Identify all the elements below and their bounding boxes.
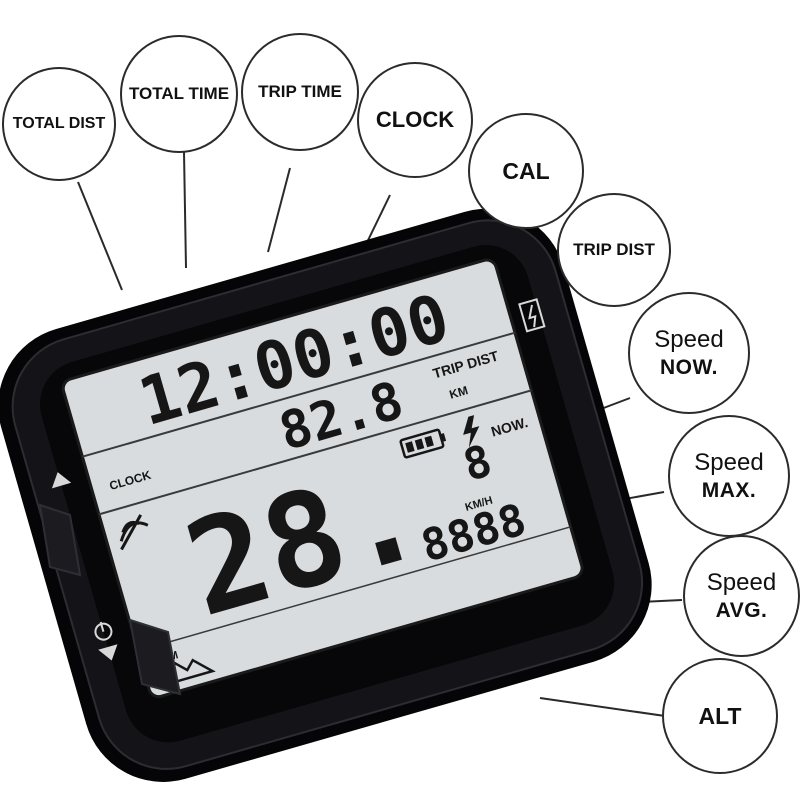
callout-total-dist: TOTAL DIST	[2, 67, 116, 181]
up-arrow-icon	[51, 472, 72, 489]
down-arrow-icon	[98, 644, 118, 661]
lcd-screen	[61, 258, 584, 699]
callout-speed-avg-line1: Speed	[706, 568, 777, 596]
leader-line-alt	[539, 697, 666, 717]
callout-speed-avg: Speed AVG.	[683, 535, 800, 657]
leader-line-total-time	[183, 151, 187, 269]
callout-speed-now-line2: NOW.	[660, 355, 718, 379]
callout-speed-max: Speed MAX.	[668, 415, 790, 537]
lcd-divider-3	[137, 526, 571, 652]
callout-clock: CLOCK	[357, 62, 473, 178]
lcd-divider-1	[82, 331, 516, 458]
leader-line-trip-time	[267, 167, 291, 253]
callout-cal-label: CAL	[502, 157, 550, 184]
lcd-divider-2	[98, 389, 532, 516]
gps-signal-icon	[119, 514, 149, 551]
callout-total-time: TOTAL TIME	[120, 35, 238, 153]
callout-speed-max-line1: Speed	[694, 448, 764, 476]
charging-indicator-icon	[518, 298, 546, 333]
side-button-top[interactable]	[38, 503, 82, 577]
leader-line-total-dist	[77, 181, 123, 291]
callout-alt: ALT	[662, 658, 778, 774]
callout-cal: CAL	[468, 113, 584, 229]
callout-clock-label: CLOCK	[375, 107, 455, 133]
callout-total-time-label: TOTAL TIME	[128, 84, 230, 104]
callout-trip-dist: TRIP DIST	[557, 193, 671, 307]
callout-trip-dist-label: TRIP DIST	[573, 240, 655, 260]
callout-trip-time-label: TRIP TIME	[258, 82, 342, 102]
callout-trip-time: TRIP TIME	[241, 33, 359, 151]
battery-icon	[399, 428, 447, 459]
lcd-distance-unit: KM	[448, 383, 470, 402]
callout-speed-max-line2: MAX.	[701, 478, 757, 502]
callout-speed-now: Speed NOW.	[628, 292, 750, 414]
charging-bolt-icon	[528, 304, 537, 328]
lightning-icon	[463, 415, 480, 448]
callout-alt-label: ALT	[698, 702, 742, 729]
callout-total-dist-label: TOTAL DIST	[12, 115, 106, 132]
callout-speed-now-line1: Speed	[654, 325, 724, 353]
callout-speed-avg-line2: AVG.	[715, 598, 768, 622]
side-button-bottom[interactable]	[128, 618, 182, 696]
